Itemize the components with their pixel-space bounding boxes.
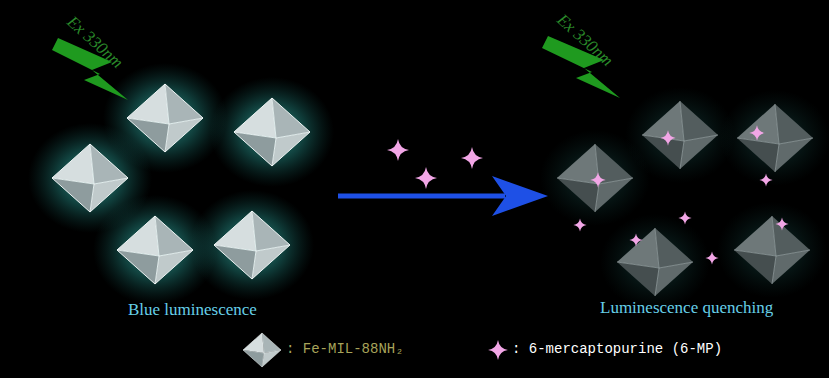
state-label: Blue luminescence (128, 300, 257, 320)
legend-text: : Fe-MIL-88NH₂ (286, 341, 404, 357)
legend-text: : 6-mercaptopurine (6-MP) (512, 341, 722, 357)
state-label: Luminescence quenching (600, 298, 773, 318)
